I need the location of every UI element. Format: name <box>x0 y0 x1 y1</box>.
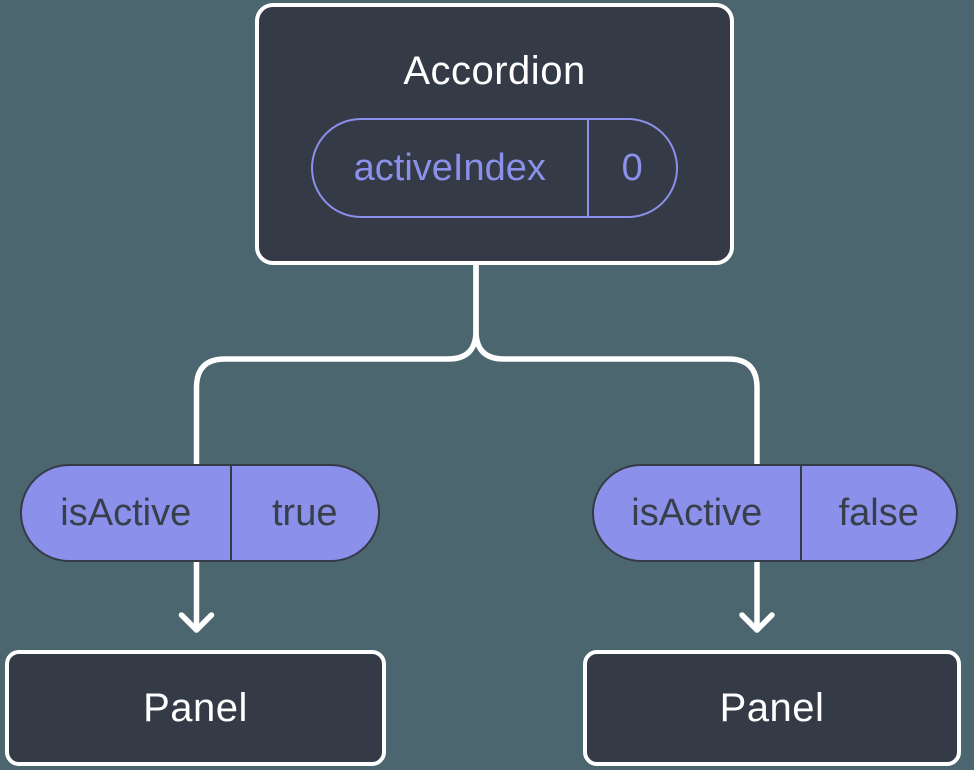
branch-right-line <box>473 255 760 631</box>
state-name: activeIndex <box>313 120 589 216</box>
prop-value: true <box>272 491 338 534</box>
accordion-node-label: Accordion <box>403 49 586 93</box>
prop-value: false <box>838 491 919 534</box>
prop-pill-isactive-false: isActive false <box>592 464 958 562</box>
panel-node-left: Panel <box>5 650 386 766</box>
state-value: 0 <box>621 146 643 189</box>
prop-name: isActive <box>594 466 802 560</box>
arrow-down-icon <box>178 612 215 633</box>
state-pill: activeIndex 0 <box>311 118 678 218</box>
prop-pill-isactive-true: isActive true <box>20 464 380 562</box>
accordion-node: Accordion activeIndex 0 <box>255 3 734 265</box>
arrow-down-icon <box>739 612 775 633</box>
branch-left-line <box>193 255 479 631</box>
prop-name: isActive <box>22 466 232 560</box>
panel-node-right: Panel <box>583 650 961 766</box>
